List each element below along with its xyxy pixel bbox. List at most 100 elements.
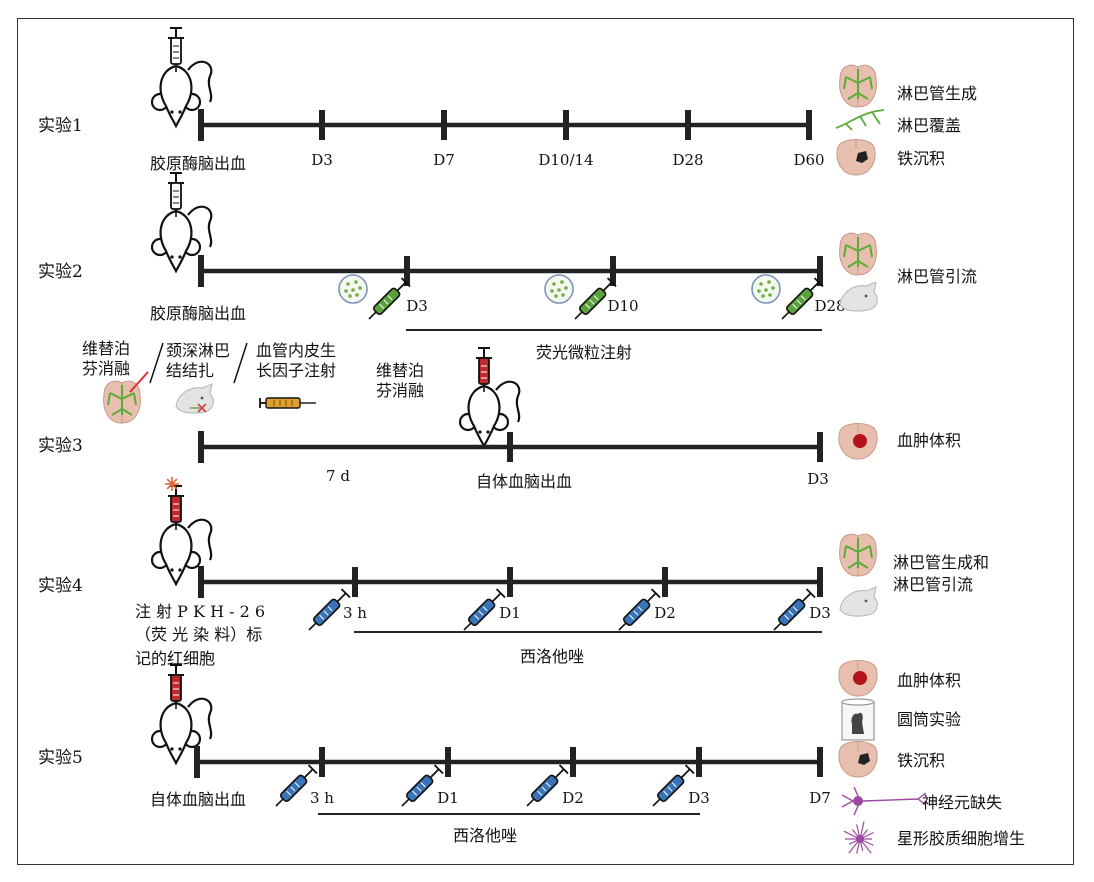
- experiment-5-tick-label: D7: [809, 789, 831, 807]
- experiment-4-syringe: [168, 485, 184, 530]
- experiment-2-outcome-1: 淋巴管引流: [897, 267, 977, 286]
- experiment-2-tick-label: D28: [814, 297, 845, 315]
- experiment-3-tick-start: [198, 431, 204, 463]
- experiment-5-tick-1: [319, 747, 325, 777]
- blue-syringe-icon: [463, 588, 506, 631]
- experiment-1-outcome-2: 淋巴覆盖: [897, 116, 961, 135]
- astrocyte-icon: [843, 821, 874, 854]
- lymphangiogenesis-brain-icon: [839, 64, 877, 108]
- experiment-2-tick-1: [404, 256, 410, 286]
- blue-syringe-icon: [773, 588, 816, 631]
- experiment-1-syringe: [168, 27, 184, 72]
- experiment-1-tick-label: D10/14: [538, 151, 593, 169]
- experiment-5-outcome-5: 星形胶质细胞增生: [897, 829, 1025, 848]
- experiment-3-tick-label: D3: [807, 470, 829, 488]
- iron-deposit-slice-icon: [838, 740, 878, 778]
- experiment-2-bracket-label: 荧光微粒注射: [536, 343, 632, 362]
- experiment-4-title: 实验4: [38, 576, 83, 596]
- experiment-1-tick-3: [563, 110, 569, 140]
- experiment-4-start-label: （荧 光 染 料）标: [135, 625, 262, 644]
- experiment-1-tick-1: [319, 110, 325, 140]
- experiment-2-title: 实验2: [38, 262, 83, 282]
- experiment-4-start-label: 注 射 P K H - 2 6: [135, 602, 265, 621]
- experiment-4-start-label: 记的红细胞: [135, 649, 215, 668]
- experiment-1-tick-4: [685, 110, 691, 140]
- experiment-4-tick-start: [198, 566, 204, 598]
- experiment-1-tick-2: [441, 110, 447, 140]
- verteporfin-label-2: 维替泊: [376, 361, 424, 380]
- experiment-1-tick-label: D60: [793, 151, 824, 169]
- lymph-vessel-icon: [835, 109, 885, 131]
- experiment-3-mid-label: 自体血脑出血: [476, 472, 572, 491]
- experiment-2-tick-label: D10: [607, 297, 638, 315]
- experiment-1-outcome-1: 淋巴管生成: [897, 84, 977, 103]
- experiment-5-tick-start: [194, 746, 200, 778]
- experiment-3-outcome-1: 血肿体积: [897, 431, 961, 450]
- blue-syringe-icon: [275, 764, 318, 807]
- blue-syringe-icon: [618, 588, 661, 631]
- lymph-drainage-brain-icon: [839, 232, 877, 276]
- iron-deposit-slice-icon: [836, 138, 876, 176]
- hematoma-slice-icon: [838, 659, 878, 697]
- mouse-head-icon: [839, 586, 878, 617]
- experiment-5-outcome-2: 圆筒实验: [897, 710, 961, 729]
- experiment-4-tick-label: D2: [654, 604, 676, 622]
- experiment-5-title: 实验5: [38, 748, 83, 768]
- green-syringe-icon: [368, 277, 411, 320]
- experiment-4-tick-label: D3: [809, 604, 831, 622]
- green-syringe-icon: [574, 277, 617, 320]
- microbead-icon: [751, 274, 781, 304]
- experiment-5-bracket-label: 西洛他唑: [453, 826, 517, 845]
- experiment-3-syringe: [476, 347, 492, 392]
- experiment-2-tick-2: [610, 256, 616, 286]
- experiment-2-tick-3: [817, 256, 823, 286]
- lymphangiogenesis-brain-icon: [839, 533, 877, 577]
- verteporfin-label-1: 维替泊: [82, 339, 130, 358]
- verteporfin-label-1: 芬消融: [82, 359, 130, 378]
- cylinder-test-icon: [841, 698, 875, 741]
- microbead-icon: [544, 274, 574, 304]
- vegf-label: 长因子注射: [256, 361, 336, 380]
- experiment-2-tick-label: D3: [406, 297, 428, 315]
- experiment-5-syringe: [168, 664, 184, 709]
- experiment-5-tick-2: [445, 747, 451, 777]
- experiment-5-outcome-1: 血肿体积: [897, 671, 961, 690]
- green-syringe-icon: [781, 277, 824, 320]
- ligated-mouse-head-icon: [175, 383, 214, 414]
- experiment-4-tick-4: [817, 567, 823, 597]
- experiment-5-outcome-4: 神经元缺失: [922, 793, 1002, 812]
- experiment-5-tick-5: [817, 747, 823, 777]
- experiment-5-outcome-3: 铁沉积: [897, 751, 945, 770]
- experiment-4-tick-2: [507, 567, 513, 597]
- blue-syringe-icon: [401, 764, 444, 807]
- separator: [233, 342, 248, 384]
- blue-syringe-icon: [526, 764, 569, 807]
- experiment-5-tick-label: D3: [688, 789, 710, 807]
- experiment-3-tick-end: [817, 432, 823, 462]
- laser-spark-icon: [165, 477, 179, 491]
- experiment-5-tick-4: [696, 747, 702, 777]
- experiment-3-interval-label: 7 d: [326, 467, 350, 485]
- blue-syringe-icon: [652, 764, 695, 807]
- experiment-3-tick-mid: [507, 432, 513, 462]
- experiment-5-mouse: [150, 697, 213, 765]
- experiment-1-title: 实验1: [38, 116, 83, 136]
- microbead-icon: [338, 274, 368, 304]
- orange-syringe-icon: [259, 397, 316, 409]
- experiment-2-start-label: 胶原酶脑出血: [150, 304, 246, 323]
- experiment-4-outcome-1: 淋巴管生成和: [893, 553, 989, 572]
- figure-frame: [17, 18, 1074, 865]
- experiment-4-tick-1: [352, 567, 358, 597]
- experiment-4-outcome-2: 淋巴管引流: [893, 575, 973, 594]
- ligation-label: 颈深淋巴: [166, 341, 230, 360]
- experiment-1-tick-label: D3: [311, 151, 333, 169]
- experiment-2-syringe: [168, 172, 184, 217]
- experiment-4-bracket-label: 西洛他唑: [520, 647, 584, 666]
- experiment-5-tick-label: D2: [562, 789, 584, 807]
- blue-syringe-icon: [308, 588, 351, 631]
- experiment-1-start-label: 胶原酶脑出血: [150, 154, 246, 173]
- experiment-5-tick-label: 3 h: [310, 789, 334, 807]
- experiment-5-start-label: 自体血脑出血: [150, 790, 246, 809]
- experiment-1-tick-start: [198, 109, 204, 141]
